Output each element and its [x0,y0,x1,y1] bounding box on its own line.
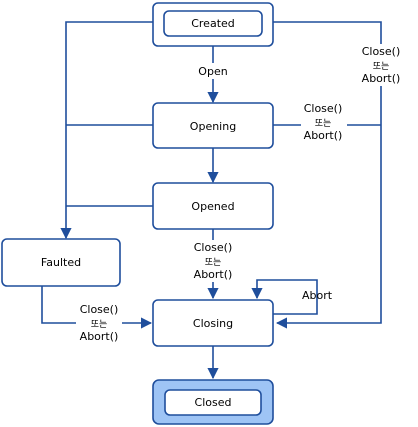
state-faulted: Faulted [1,238,121,287]
state-closed: Closed [152,379,274,425]
label-faulted-close: Close() [80,303,119,316]
edge-created-faulted [60,21,153,240]
label-faulted-or: 또는 [91,319,108,330]
edge-labels: Open Close() 또는 Abort() Close() 또는 Abort… [76,44,404,343]
label-faulted-abort: Abort() [80,330,119,343]
state-created: Created [152,2,274,47]
state-closing: Closing [152,299,274,347]
state-opening: Opening [152,102,274,149]
label-opening-or: 또는 [315,118,332,129]
label-abort: Abort [302,289,333,302]
state-opened-label: Opened [191,200,234,213]
label-open: Open [198,65,227,78]
label-right-or: 또는 [373,61,390,72]
state-opened: Opened [152,182,274,230]
state-faulted-label: Faulted [41,256,81,269]
state-opening-label: Opening [190,120,236,133]
edge-created-closing [273,21,382,329]
label-opened-or: 또는 [205,257,222,268]
edge-closing-self-abort [251,279,318,315]
state-closed-label: Closed [195,396,232,409]
label-opening-close: Close() [304,102,343,115]
label-right-close: Close() [362,45,401,58]
state-created-label: Created [191,17,235,30]
label-opened-close: Close() [194,241,233,254]
label-opened-abort: Abort() [194,268,233,281]
label-right-abort: Abort() [362,72,401,85]
label-opening-abort: Abort() [304,129,343,142]
state-closing-label: Closing [193,317,233,330]
